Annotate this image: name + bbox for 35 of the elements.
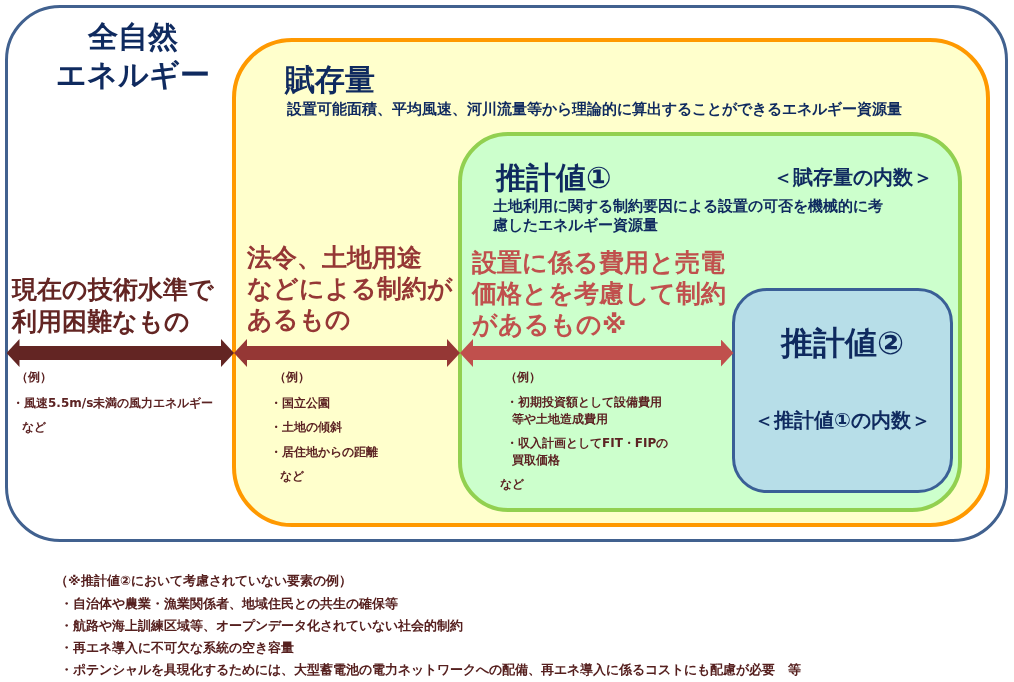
example-item: ・初期投資額として設備費用等や土地造成費用 <box>506 394 663 428</box>
example-heading: （例） <box>505 369 541 385</box>
example-item: ・土地の傾斜 <box>270 419 342 435</box>
panel-title: 推計値② <box>779 323 906 364</box>
example-heading: （例） <box>16 369 52 385</box>
panel-title: 全自然エネルギー <box>55 18 211 94</box>
double-arrow <box>460 339 734 367</box>
note-item: ・ポテンシャルを具現化するためには、大型蓄電池の電力ネットワークへの配備、再エネ導入に係るコストにも配慮が必要 等 <box>60 661 801 678</box>
note-item: ・自治体や農業・漁業関係者、地域住民との共生の確保等 <box>60 595 398 612</box>
example-item: ・居住地からの距離 <box>270 444 378 460</box>
panel-description: 設置可能面積、平均風速、河川流量等から理論的に算出することができるエネルギー資源量 <box>287 99 902 119</box>
panel-description: 土地利用に関する制約要因による設置の可否を機械的に考慮したエネルギー資源量 <box>493 197 884 235</box>
panel-title: 推計値① <box>496 159 612 197</box>
outer-panel <box>5 5 1008 542</box>
note-heading: （※推計値②において考慮されていない要素の例） <box>55 572 352 589</box>
double-arrow <box>6 339 234 367</box>
double-arrow <box>234 339 460 367</box>
example-item: など <box>22 419 46 435</box>
inner-panel <box>458 132 962 512</box>
example-item: など <box>280 468 304 484</box>
example-heading: （例） <box>274 369 310 385</box>
range-label: 法令、土地用途などによる制約があるもの <box>247 242 454 335</box>
innermost-panel <box>732 288 953 493</box>
example-item: ・収入計画としてFIT・FIPの買取価格 <box>506 435 670 469</box>
range-label: 設置に係る費用と売電価格とを考慮して制約があるもの※ <box>472 247 727 340</box>
example-item: ・国立公園 <box>270 395 330 411</box>
example-item: など <box>500 476 524 492</box>
panel-title: 賦存量 <box>285 61 375 99</box>
range-label: 現在の技術水準で利用困難なもの <box>12 274 215 338</box>
note-item: ・再エネ導入に不可欠な系統の空き容量 <box>60 639 294 656</box>
subset-note: ＜賦存量の内数＞ <box>773 164 933 190</box>
subset-note: ＜推計値①の内数＞ <box>753 407 932 433</box>
nested-panel <box>232 38 990 527</box>
note-item: ・航路や海上訓練区域等、オープンデータ化されていない社会的制約 <box>60 617 463 634</box>
example-item: ・風速5.5m/s未満の風力エネルギー <box>12 395 214 411</box>
